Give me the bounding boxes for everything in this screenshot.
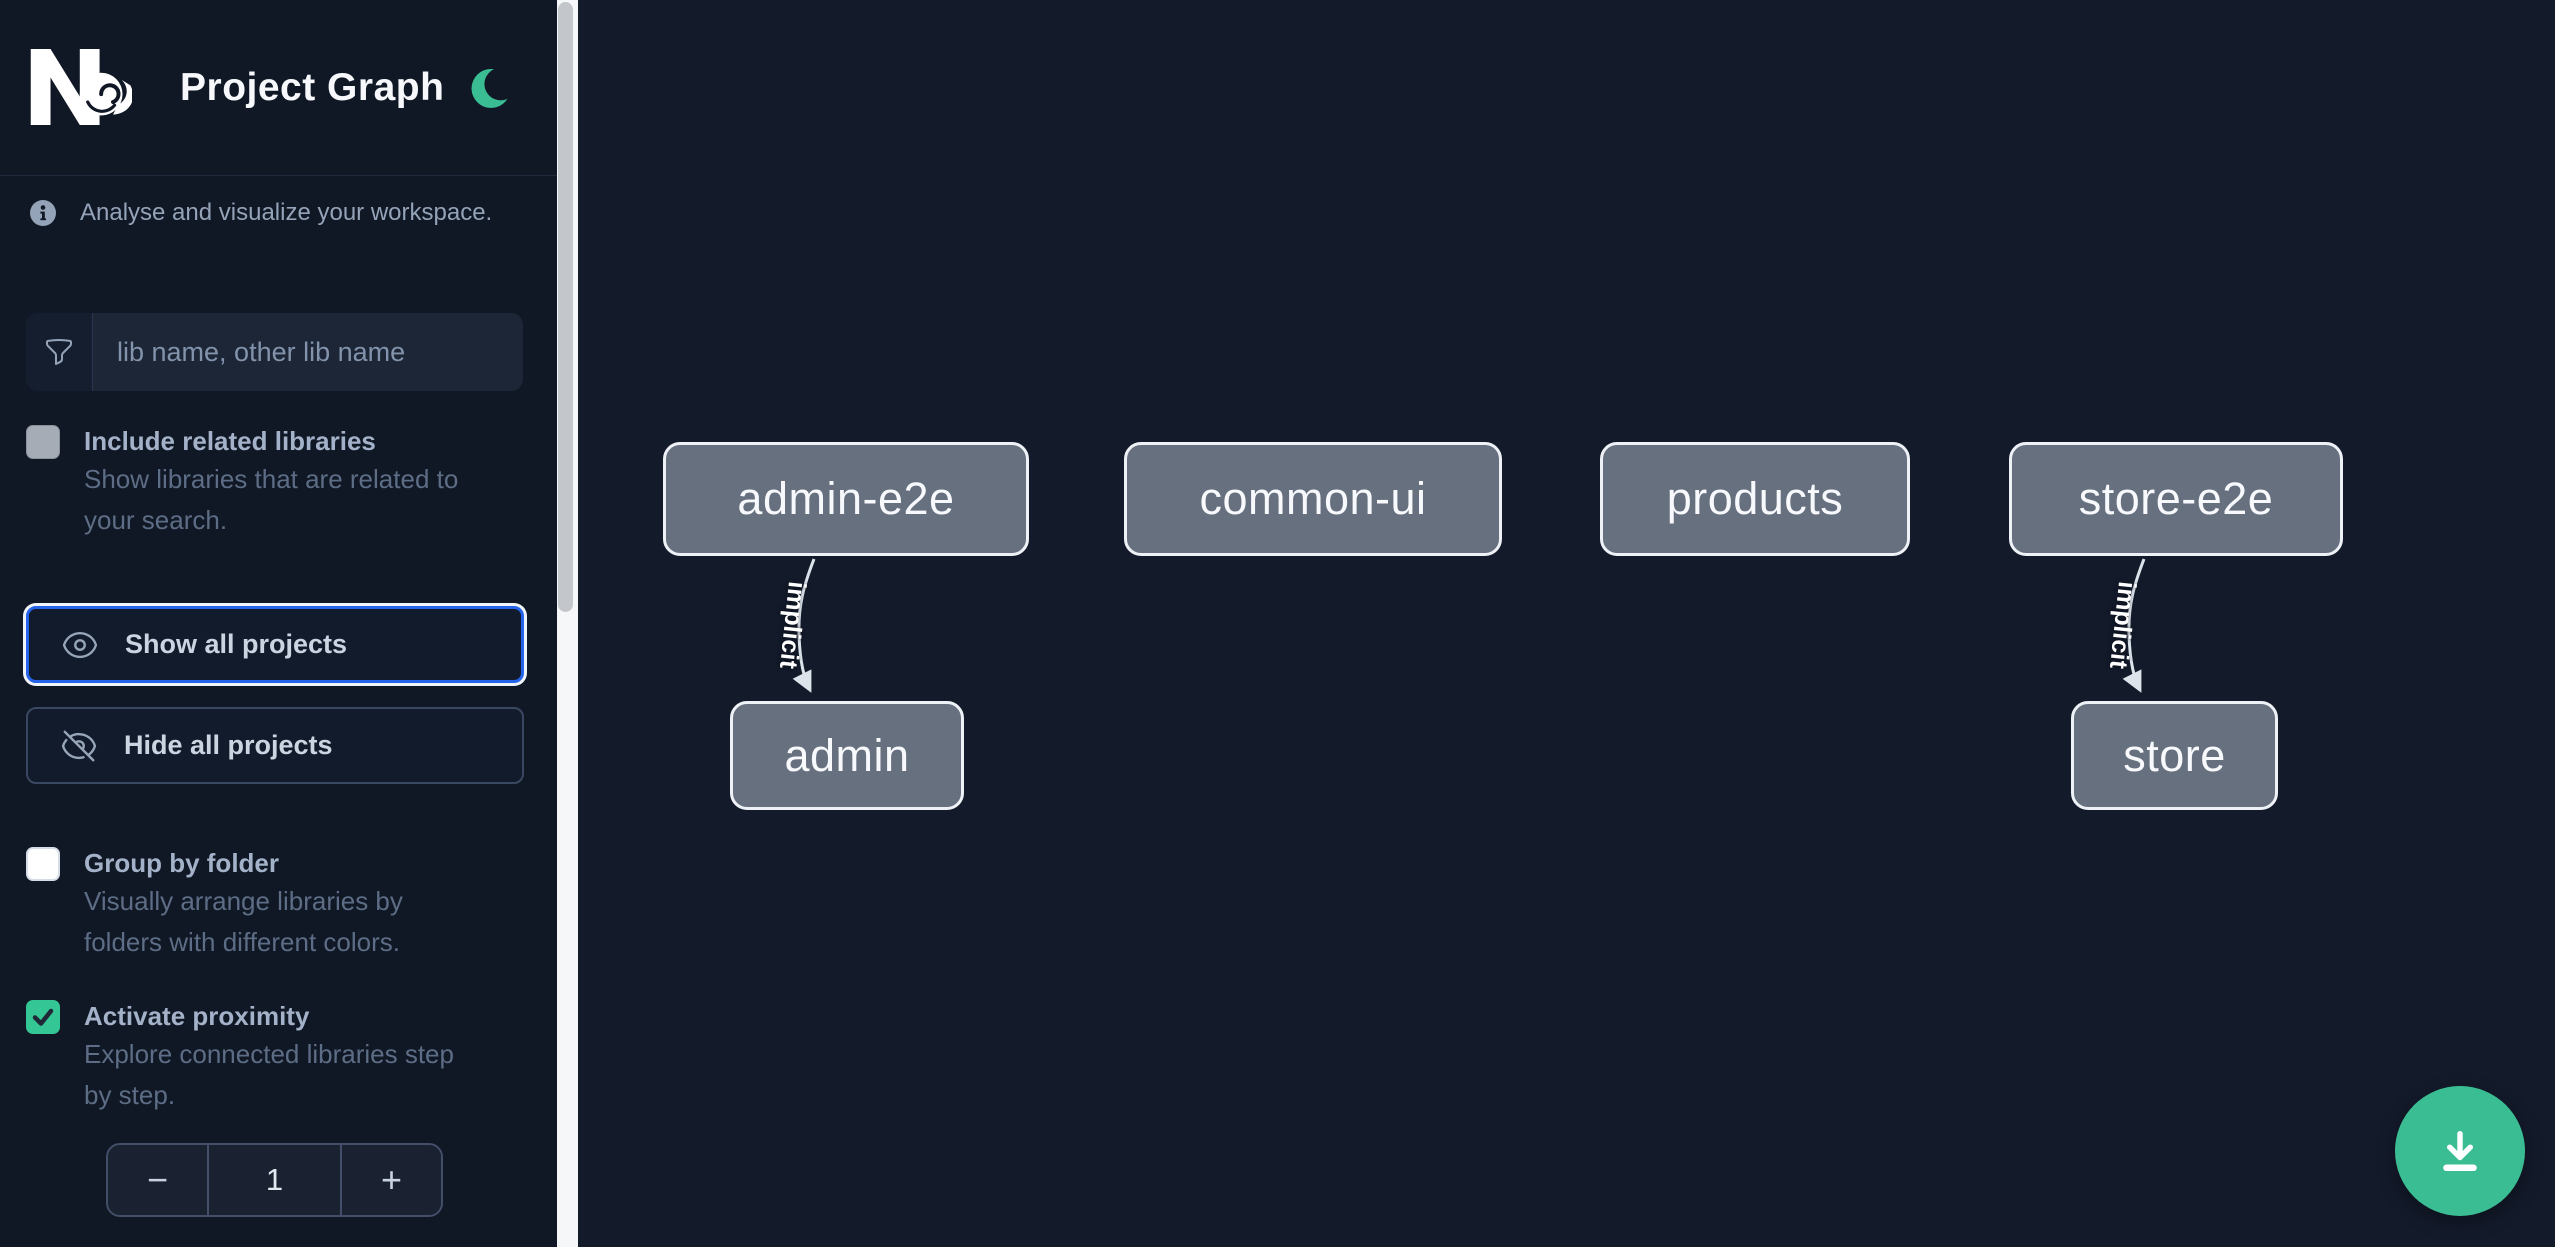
show-all-projects-label: Show all projects bbox=[125, 629, 348, 659]
theme-toggle-button[interactable] bbox=[462, 62, 514, 114]
project-node-admin[interactable]: admin bbox=[730, 701, 964, 810]
activate-proximity-description: Explore connected libraries step by step… bbox=[84, 1039, 454, 1110]
proximity-decrement-button[interactable]: − bbox=[108, 1145, 207, 1215]
download-icon bbox=[2443, 1130, 2477, 1172]
scrollbar-thumb[interactable] bbox=[558, 2, 573, 612]
project-node-admin-e2e[interactable]: admin-e2e bbox=[663, 442, 1029, 556]
proximity-increment-button[interactable]: + bbox=[342, 1145, 441, 1215]
project-node-store-e2e[interactable]: store-e2e bbox=[2009, 442, 2343, 556]
intro-row: Analyse and visualize your workspace. bbox=[29, 199, 492, 227]
sidebar-header: Project Graph bbox=[0, 0, 557, 176]
nx-logo bbox=[30, 49, 132, 125]
edge-label-implicit-store: implicit bbox=[2104, 580, 2141, 671]
search-bar bbox=[26, 313, 523, 391]
option-activate-proximity: Activate proximity Explore connected lib… bbox=[26, 998, 526, 1116]
activate-proximity-label: Activate proximity bbox=[84, 1001, 310, 1031]
download-graph-button[interactable] bbox=[2395, 1086, 2525, 1216]
eye-icon bbox=[62, 631, 98, 658]
search-input[interactable] bbox=[93, 313, 523, 391]
hide-all-projects-label: Hide all projects bbox=[124, 730, 333, 760]
option-group-by-folder: Group by folder Visually arrange librari… bbox=[26, 845, 526, 963]
page-title: Project Graph bbox=[180, 66, 445, 109]
include-related-label: Include related libraries bbox=[84, 426, 376, 456]
project-node-products[interactable]: products bbox=[1600, 442, 1910, 556]
activate-proximity-checkbox[interactable] bbox=[26, 1000, 60, 1034]
intro-text: Analyse and visualize your workspace. bbox=[80, 199, 493, 226]
eye-slash-icon bbox=[61, 730, 97, 761]
graph-edges bbox=[792, 558, 2146, 693]
info-icon bbox=[30, 200, 56, 226]
sidebar-scrollbar[interactable] bbox=[557, 0, 578, 1247]
project-node-common-ui[interactable]: common-ui bbox=[1124, 442, 1502, 556]
proximity-depth-stepper: − 1 + bbox=[106, 1143, 443, 1217]
show-all-projects-button[interactable]: Show all projects bbox=[26, 606, 524, 683]
proximity-depth-value: 1 bbox=[207, 1145, 342, 1215]
hide-all-projects-button[interactable]: Hide all projects bbox=[26, 707, 524, 784]
funnel-icon bbox=[46, 338, 72, 365]
moon-icon bbox=[471, 68, 508, 108]
include-related-description: Show libraries that are related to your … bbox=[84, 464, 459, 535]
check-icon bbox=[32, 1008, 54, 1026]
group-by-folder-label: Group by folder bbox=[84, 848, 279, 878]
sidebar: Project Graph Analyse and visualize your… bbox=[0, 0, 557, 1247]
group-by-folder-description: Visually arrange libraries by folders wi… bbox=[84, 886, 403, 957]
group-by-folder-checkbox[interactable] bbox=[26, 847, 60, 881]
project-node-store[interactable]: store bbox=[2071, 701, 2278, 810]
include-related-checkbox[interactable] bbox=[26, 425, 60, 459]
funnel-icon-cell bbox=[26, 313, 93, 391]
graph-canvas[interactable]: admin-e2e common-ui products store-e2e a… bbox=[578, 0, 2555, 1247]
edge-label-implicit-admin: implicit bbox=[774, 580, 811, 671]
option-include-related: Include related libraries Show libraries… bbox=[26, 423, 526, 541]
